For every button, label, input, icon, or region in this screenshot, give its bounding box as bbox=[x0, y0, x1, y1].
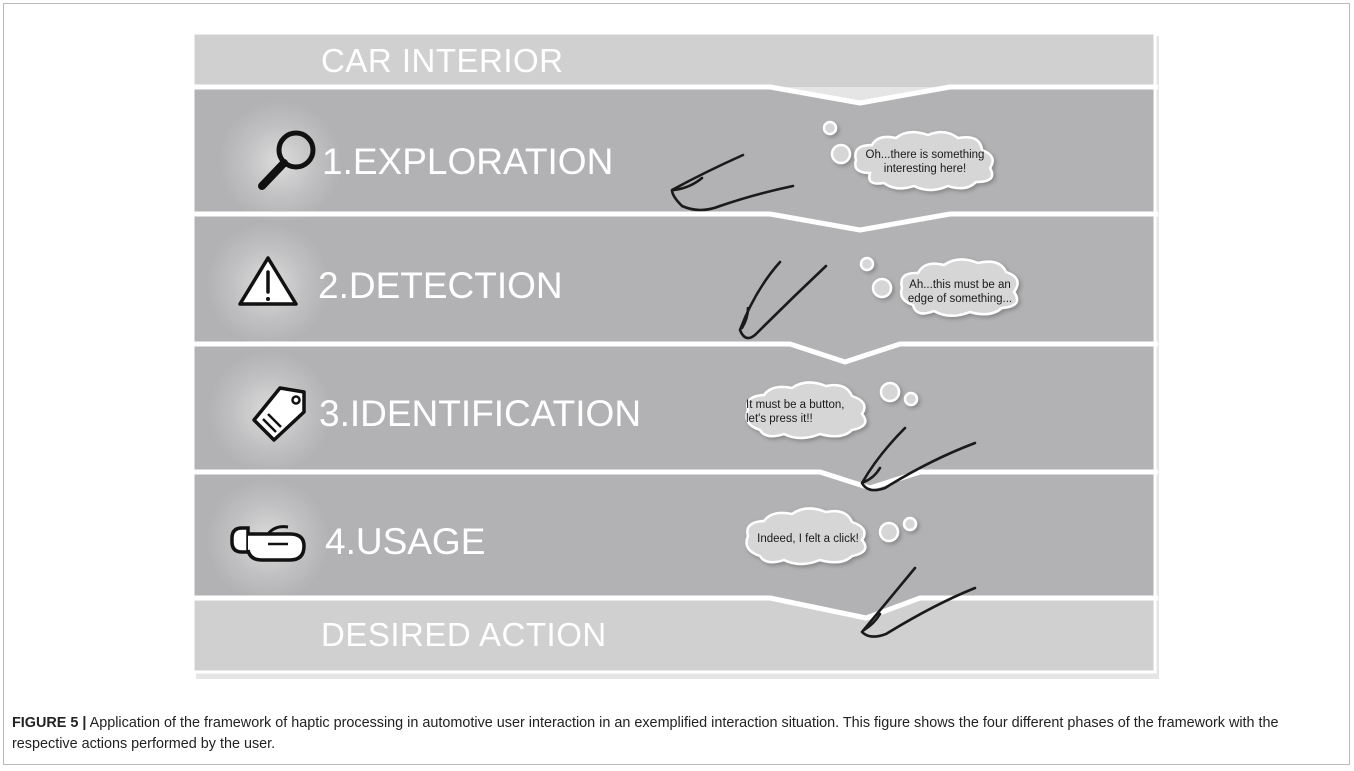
desired-action-label: DESIRED ACTION bbox=[321, 616, 607, 653]
band-separators bbox=[190, 84, 1158, 621]
finger-sketch-detection bbox=[738, 260, 828, 340]
thought-clouds bbox=[745, 120, 1019, 566]
phase-title-exploration: 1.EXPLORATION bbox=[322, 141, 614, 182]
magnifier-icon bbox=[258, 130, 316, 190]
thought-text-detection: Ah...this must be an edge of something..… bbox=[907, 279, 1013, 305]
separator-line bbox=[190, 84, 1158, 106]
band-detection bbox=[193, 214, 1155, 362]
separator-line bbox=[190, 595, 1158, 621]
separator-line bbox=[190, 469, 1158, 491]
finger-sketch-usage bbox=[860, 566, 977, 638]
band-exploration bbox=[193, 87, 1155, 228]
phase-title-detection: 2.DETECTION bbox=[318, 265, 563, 306]
thought-text-identification: It must be a button, let's press it!! bbox=[746, 399, 845, 425]
warning-icon bbox=[238, 256, 298, 306]
band-identification bbox=[193, 344, 1155, 487]
thought-cloud-detection bbox=[859, 256, 1019, 317]
thought-text-usage: Indeed, I felt a click! bbox=[757, 533, 859, 545]
pressing-finger-icon bbox=[230, 525, 306, 562]
finger-sketch-identification bbox=[860, 426, 977, 492]
panel-border bbox=[191, 31, 1157, 674]
phase-title-usage: 4.USAGE bbox=[325, 521, 486, 562]
car-interior-label: CAR INTERIOR bbox=[321, 42, 564, 79]
thought-cloud-identification bbox=[745, 381, 919, 440]
figure-label: FIGURE 5 bbox=[12, 715, 79, 731]
caption-separator: | bbox=[82, 715, 87, 731]
thought-cloud-usage bbox=[745, 507, 918, 566]
caption-text: Application of the framework of haptic p… bbox=[12, 715, 1279, 752]
thought-cloud-exploration bbox=[822, 120, 994, 192]
tag-icon bbox=[252, 386, 306, 442]
finger-sketches bbox=[670, 153, 977, 638]
phase-title-identification: 3.IDENTIFICATION bbox=[319, 393, 642, 434]
figure-caption: FIGURE 5 | Application of the framework … bbox=[12, 713, 1337, 755]
finger-sketch-exploration bbox=[670, 153, 795, 212]
band-usage bbox=[193, 472, 1155, 616]
separator-line bbox=[190, 341, 1158, 365]
separator-line bbox=[190, 211, 1158, 233]
band-car-interior bbox=[193, 33, 1155, 87]
thought-text-exploration: Oh...there is something interesting here… bbox=[865, 149, 985, 175]
